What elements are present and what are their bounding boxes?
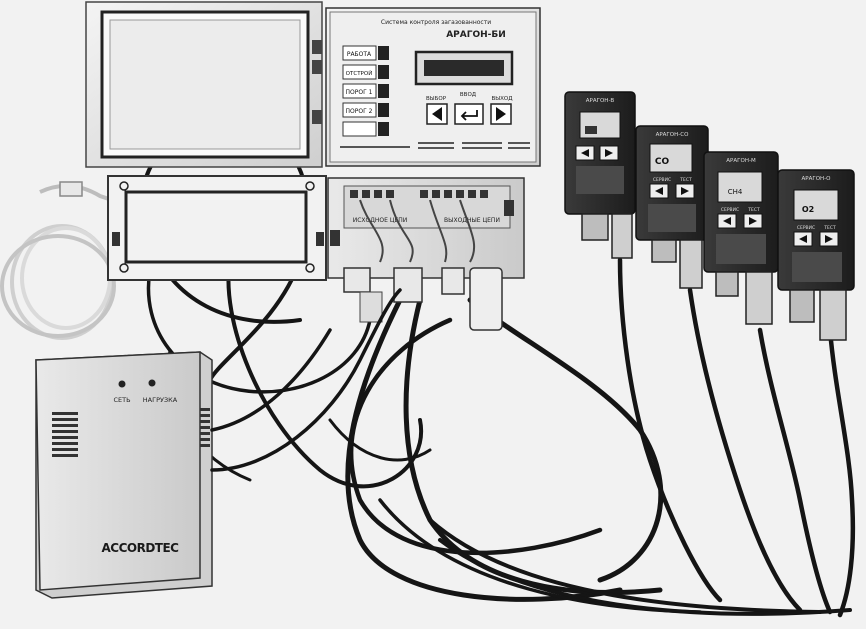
sensor-2: АРАГОН-СО CO СЕРВИС ТЕСТ [635, 125, 709, 289]
panel-fine-print [340, 142, 530, 149]
sensor-gas-label: CH4 [728, 188, 743, 196]
arrow-left-icon [432, 107, 442, 121]
enter-arrow-icon [460, 110, 478, 121]
nav-right-label: ВЫХОД [491, 96, 513, 102]
terminal-label-right: ВЫХОДНЫЕ ЦЕПИ [444, 217, 500, 224]
indicator-label-load: НАГРУЗКА [143, 396, 178, 404]
nav-enter-button [454, 103, 484, 125]
terminal-box: ИСХОДНОЕ ЦЕПИ ВЫХОДНЫЕ ЦЕПИ [327, 177, 525, 331]
sensor-title: АРАГОН-О [802, 176, 832, 182]
button-label-tune: ОТСТРОЙ [346, 70, 373, 77]
panel-header-line1: Система контроля загазованности [381, 19, 491, 26]
sensor-gas-label: CO [655, 157, 670, 167]
sensor-btn-test: ТЕСТ [823, 225, 836, 231]
white-cable-coil [0, 181, 116, 340]
vent-slots-right [200, 408, 210, 447]
nav-center-label: ВВОД [460, 92, 477, 98]
sensor-title: АРАГОН-В [586, 98, 615, 104]
sensor-1: АРАГОН-В [564, 91, 636, 259]
sensor-title: АРАГОН-М [726, 158, 756, 164]
sensor-btn-service: СЕРВИС [653, 177, 671, 183]
sensor-title: АРАГОН-СО [656, 132, 689, 138]
sensor-3: АРАГОН-М CH4 СЕРВИС ТЕСТ [703, 151, 779, 325]
arrow-right-icon [496, 107, 506, 121]
indicator-led-mains [118, 380, 126, 388]
brand-logo: ACCORDTEC [102, 541, 180, 555]
button-label-work: РАБОТА [347, 51, 372, 58]
panel-header-line2: АРАГОН-БИ [446, 30, 506, 40]
sensor-btn-test: ТЕСТ [679, 177, 692, 183]
control-unit: Система контроля загазованности АРАГОН-Б… [325, 7, 541, 167]
sensor-4: АРАГОН-О O2 СЕРВИС ТЕСТ [777, 169, 855, 341]
sensor-btn-service: СЕРВИС [721, 207, 739, 213]
indicator-led-load [148, 379, 156, 387]
sensor-btn-service: СЕРВИС [797, 225, 815, 231]
button-column: РАБОТА ОТСТРОЙ ПОРОГ 1 ПОРОГ 2 [342, 45, 389, 137]
vent-slots-left [52, 412, 78, 457]
nav-left-label: ВЫБОР [426, 96, 447, 102]
button-label-threshold1: ПОРОГ 1 [346, 89, 373, 96]
device-lid [85, 1, 323, 168]
device-back-cover [107, 175, 327, 281]
front-cables [210, 288, 402, 472]
button-label-threshold2: ПОРОГ 2 [346, 108, 373, 115]
cable-glands [343, 267, 503, 331]
indicator-label-mains: СЕТЬ [113, 396, 130, 404]
sensor-btn-test: ТЕСТ [747, 207, 760, 213]
terminal-label-left: ИСХОДНОЕ ЦЕПИ [353, 217, 408, 224]
sensor-gas-label: O2 [802, 205, 814, 214]
power-supply: СЕТЬ НАГРУЗКА ACCORDTEC [35, 351, 213, 599]
